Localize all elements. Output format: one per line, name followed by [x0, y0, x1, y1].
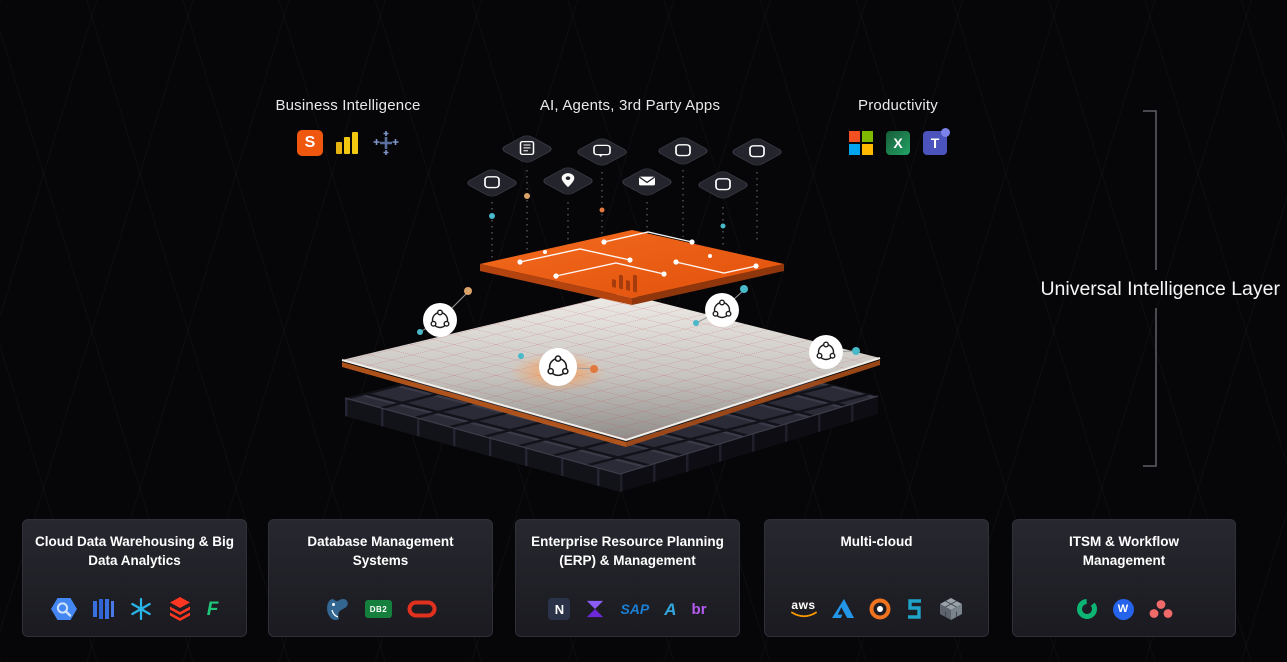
- ai-agents-group: AI, Agents, 3rd Party Apps: [520, 97, 740, 114]
- node-dots: [417, 285, 860, 373]
- sigma-icon: S: [297, 130, 323, 156]
- square-app-icon: [715, 178, 731, 191]
- excel-letter: X: [893, 135, 903, 151]
- productivity-group: Productivity X T: [788, 97, 1008, 157]
- card-erp-management: Enterprise Resource Planning (ERP) & Man…: [515, 519, 740, 637]
- card-icons: W: [1076, 596, 1173, 622]
- square-app-icon: [484, 176, 500, 189]
- card-title: ITSM & Workflow Management: [1069, 534, 1179, 568]
- square-app-icon: [675, 144, 691, 157]
- bigquery-icon: [50, 598, 77, 620]
- connector-dots: [489, 193, 726, 229]
- intelligence-plate: [480, 230, 784, 305]
- card-database-management: Database Management Systems DB2: [268, 519, 493, 637]
- powerbi-icon: [336, 132, 358, 154]
- sigma-letter: S: [304, 134, 316, 151]
- ai-agents-label: AI, Agents, 3rd Party Apps: [539, 97, 721, 114]
- green-swirl-icon: [1076, 599, 1097, 619]
- asana-icon: [1149, 600, 1172, 618]
- card-icons: DB2: [324, 596, 437, 622]
- microsoft-icon: [849, 131, 873, 155]
- business-intelligence-label: Business Intelligence: [275, 97, 421, 114]
- ibm-db2-icon: DB2: [365, 600, 392, 618]
- blue-a-icon: A: [664, 599, 677, 619]
- blue-bars-icon: [92, 599, 114, 619]
- mesh-layer: [341, 293, 881, 447]
- card-title: Database Management Systems: [307, 534, 454, 568]
- purple-emblem-icon: [587, 600, 604, 618]
- universal-intelligence-layer-label: Universal Intelligence Layer: [1040, 278, 1280, 300]
- card-title: Multi-cloud: [840, 534, 913, 549]
- netsuite-icon: N: [548, 598, 571, 620]
- cube-icon: [939, 598, 962, 620]
- oracle-icon: [407, 600, 437, 618]
- app-tile: [698, 171, 748, 199]
- orange-ring-icon: [869, 598, 890, 620]
- network-node: [538, 347, 578, 387]
- card-icons: aws: [790, 596, 963, 622]
- envelope-app-icon: [639, 176, 655, 186]
- teams-letter: T: [930, 135, 940, 151]
- card-itsm-workflow: ITSM & Workflow Management W: [1012, 519, 1236, 637]
- card-title: Enterprise Resource Planning (ERP) & Man…: [531, 534, 724, 568]
- app-tile: [658, 137, 708, 165]
- snowflake-icon: [130, 597, 151, 621]
- plate-bars-logo: [612, 274, 637, 293]
- card-cloud-data-warehousing: Cloud Data Warehousing & Big Data Analyt…: [22, 519, 247, 637]
- app-tile: [502, 135, 552, 163]
- app-tile: [732, 138, 782, 166]
- business-intelligence-group: Business Intelligence S: [238, 97, 458, 157]
- productivity-label: Productivity: [858, 97, 938, 114]
- teal-glyph-icon: [907, 599, 921, 619]
- productivity-icons: X T: [849, 128, 950, 157]
- network-node: [809, 335, 843, 369]
- netsuite-letter: N: [554, 601, 565, 617]
- w-circle-icon: W: [1112, 598, 1134, 620]
- app-tile: [622, 168, 672, 196]
- circuit-traces: [519, 231, 757, 277]
- teams-icon: T: [923, 128, 950, 155]
- document-app-icon: [519, 140, 535, 156]
- square-app-icon: [749, 145, 765, 158]
- green-f-icon: F: [206, 598, 219, 620]
- tableau-icon: [373, 131, 399, 155]
- aws-icon: aws: [790, 598, 817, 619]
- app-tile: [467, 169, 517, 197]
- br-logo-icon: br: [691, 600, 707, 618]
- chat-bubble-app-icon: [593, 144, 611, 158]
- databricks-icon: [169, 597, 190, 621]
- azure-icon: [831, 599, 854, 618]
- card-title: Cloud Data Warehousing & Big Data Analyt…: [35, 534, 234, 568]
- card-icons: N SAP A br: [548, 596, 707, 622]
- network-node: [705, 293, 739, 327]
- sap-icon: SAP: [620, 601, 650, 617]
- app-tile: [577, 138, 627, 166]
- postgresql-icon: [327, 599, 348, 621]
- w-letter: W: [1117, 603, 1129, 615]
- uil-bracket: [1143, 110, 1157, 467]
- excel-icon: X: [886, 131, 910, 155]
- network-node: [423, 303, 457, 337]
- aws-letters: aws: [791, 598, 816, 612]
- card-icons: F: [50, 596, 219, 622]
- app-tile: [543, 167, 593, 195]
- db2-letters: DB2: [369, 604, 388, 614]
- location-pin-app-icon: [561, 173, 575, 188]
- card-multi-cloud: Multi-cloud aws: [764, 519, 989, 637]
- business-intelligence-icons: S: [297, 129, 399, 157]
